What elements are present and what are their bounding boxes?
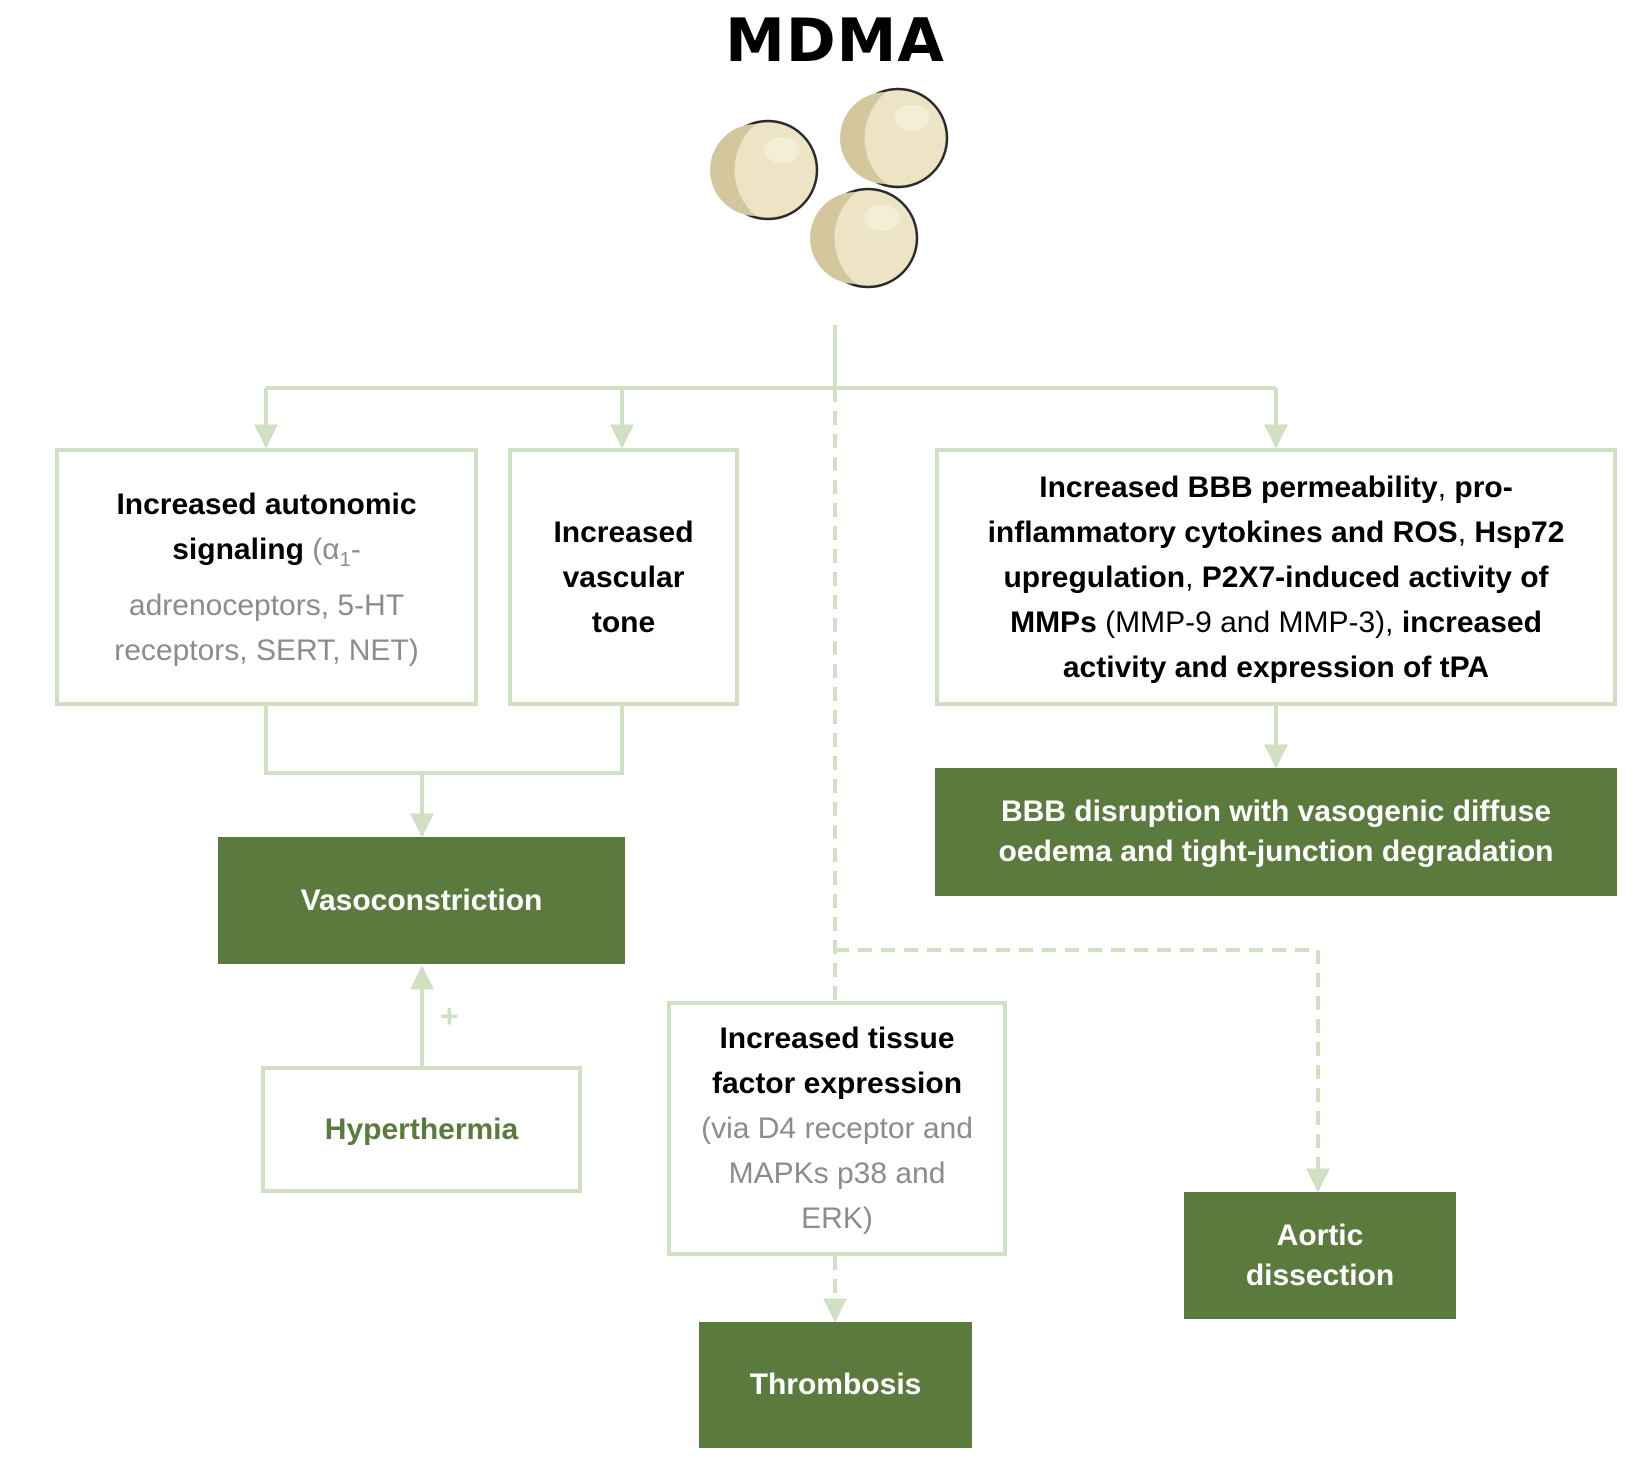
vascular-tone-line1: Increased xyxy=(553,515,694,549)
pill-icon xyxy=(710,119,819,221)
mdma-pills-icon xyxy=(710,87,949,289)
bbb-disruption-label: BBB disruption with vasogenic diffuse oe… xyxy=(998,795,1554,868)
aortic-dissection-box: Aortic dissection xyxy=(1184,1192,1456,1319)
pill-icon xyxy=(810,187,919,289)
bbb-sep3: , xyxy=(1185,560,1202,594)
tissue-factor-label: Increased tissue factor expression xyxy=(711,1022,963,1100)
bbb-part3: Hsp72 upregulation xyxy=(1003,515,1565,594)
thrombosis-label: Thrombosis xyxy=(749,1368,922,1401)
autonomic-receptors: -adrenoceptors, 5-HT receptors, SERT, NE… xyxy=(114,532,419,667)
hyperthermia-label: Hyperthermia xyxy=(324,1113,519,1146)
hyperthermia-box: Hyperthermia xyxy=(261,1066,582,1193)
aortic-dissection-line2: dissection xyxy=(1245,1258,1395,1292)
bbb-part1: Increased BBB permeability xyxy=(1039,470,1438,504)
aortic-dissection-line1: Aortic xyxy=(1276,1218,1364,1252)
autonomic-label: Increased autonomic signaling xyxy=(116,487,417,566)
bbb-part4: P2X7-induced activity of MMPs xyxy=(1010,560,1549,639)
merge-line xyxy=(264,706,624,775)
autonomic-paren-open: (α xyxy=(303,532,340,566)
bbb-part5: (MMP-9 and MMP-3), xyxy=(1096,605,1402,639)
bbb-part6: increased activity and expression of tPA xyxy=(1062,605,1542,684)
autonomic-signaling-box: Increased autonomic signaling (α1-adreno… xyxy=(55,448,478,706)
vascular-tone-line3: tone xyxy=(591,605,656,639)
bbb-permeability-box: Increased BBB permeability, pro-inflamma… xyxy=(935,448,1617,706)
positive-modifier: + xyxy=(440,998,459,1034)
dashed-arrow-to-aortic-dissection xyxy=(835,948,1330,1193)
bbb-part2: pro-inflammatory cytokines and ROS xyxy=(987,470,1513,549)
bbb-disruption-box: BBB disruption with vasogenic diffuse oe… xyxy=(935,768,1617,896)
tissue-factor-box: Increased tissue factor expression (via … xyxy=(667,1001,1007,1256)
pill-icon xyxy=(840,87,949,189)
dashed-connectors xyxy=(823,388,1330,1323)
tissue-factor-pathway: (via D4 receptor and MAPKs p38 and ERK) xyxy=(701,1112,973,1235)
diagram-title: MDMA xyxy=(725,6,945,76)
vasoconstriction-box: Vasoconstriction xyxy=(218,837,625,964)
solid-connectors xyxy=(254,325,1288,1066)
vascular-tone-box: Increased vascular tone xyxy=(508,448,739,706)
bbb-sep2: , xyxy=(1457,515,1475,549)
bbb-sep1: , xyxy=(1437,470,1455,504)
vascular-tone-line2: vascular xyxy=(562,560,685,594)
vasoconstriction-label: Vasoconstriction xyxy=(300,883,543,917)
thrombosis-box: Thrombosis xyxy=(699,1322,972,1448)
alpha-subscript: 1 xyxy=(339,548,351,571)
